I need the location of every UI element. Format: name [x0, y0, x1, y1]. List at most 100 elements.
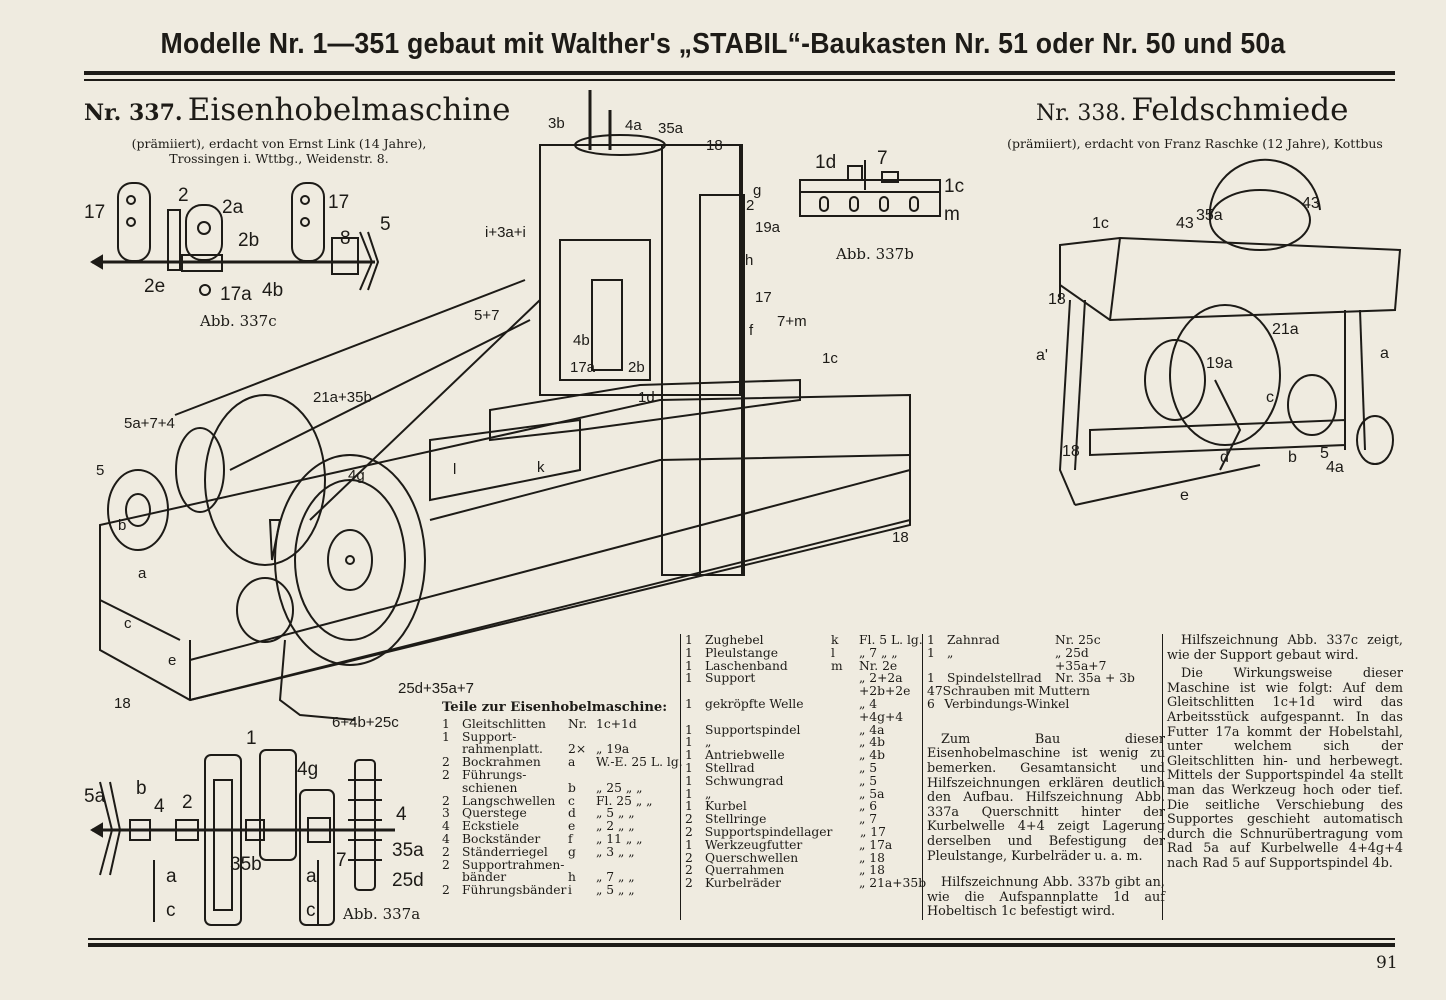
parts-name: gekröpfte Welle	[705, 696, 804, 711]
parts-no: Nr. 25c	[1055, 633, 1101, 647]
parts-q: 2	[685, 812, 693, 827]
parts-no: „ 19a	[596, 742, 630, 757]
parts-k: d	[568, 806, 576, 821]
text-abb-337b: Hilfszeichnung Abb. 337b gibt an, wie di…	[927, 875, 1165, 920]
label-m-21a-35b: 21a+35b	[313, 389, 372, 406]
parts-name: Führungs-	[462, 767, 527, 782]
model-338-credit: (prämiiert), erdacht von Franz Raschke (…	[1007, 136, 1383, 151]
label-c-17a: 17a	[220, 284, 252, 305]
figure-337c	[90, 182, 380, 296]
parts-q: 1	[685, 773, 693, 788]
label-m-18-top: 18	[706, 137, 723, 154]
label-f-5: 5	[1320, 445, 1329, 462]
label-m-19a: 19a	[755, 219, 781, 236]
parts-k: e	[568, 819, 576, 834]
parts-no: „ 18	[859, 850, 885, 865]
label-m-5-7: 5+7	[474, 307, 499, 324]
label-f-21a: 21a	[1272, 321, 1299, 338]
text-col4: Hilfszeichnung Abb. 337c zeigt, wie der …	[1162, 633, 1403, 920]
label-m-4g: 4g	[348, 467, 365, 484]
parts-list-title: Teile zur Eisenhobelmaschine:	[442, 700, 668, 715]
label-m-i3ai: i+3a+i	[485, 224, 526, 241]
label-b-7: 7	[877, 148, 888, 169]
label-m-7m: 7+m	[777, 313, 807, 330]
label-f-18-bottom: 18	[1062, 443, 1080, 460]
parts-no: „ 4	[859, 696, 878, 711]
model-337-credit-line2: Trossingen i. Wttbg., Weidenstr. 8.	[169, 151, 389, 166]
parts-name: Antriebwelle	[705, 748, 785, 763]
parts-k	[831, 762, 859, 775]
parts-name: Stellringe	[705, 812, 767, 827]
parts-q: 1	[927, 645, 935, 660]
model-337-name: Eisenhobelmaschine	[187, 92, 511, 128]
parts-name: „	[705, 786, 712, 801]
label-a-25d: 25d	[392, 870, 424, 891]
parts-name: Kurbelräder	[705, 876, 782, 891]
label-f-35a: 35a	[1196, 207, 1223, 224]
parts-name: Gleitschlitten	[462, 716, 546, 731]
label-a-c2: c	[306, 900, 316, 921]
parts-q: 1	[927, 633, 935, 647]
label-m-e: e	[168, 652, 176, 669]
parts-k: g	[568, 844, 576, 859]
parts-q: 6	[927, 696, 935, 711]
parts-q: 1	[685, 748, 693, 763]
page-number: 91	[1376, 953, 1398, 973]
text-construction: Zum Bau dieser Eisenhobelmaschine ist we…	[927, 731, 1165, 864]
label-b-m: m	[944, 204, 960, 225]
parts-no: „ 7 „ „	[859, 645, 898, 660]
label-f-18: 18	[1048, 291, 1066, 308]
label-m-18-left: 18	[114, 695, 131, 712]
label-a-5a: 5a	[84, 786, 106, 807]
parts-q: 1	[685, 633, 693, 647]
parts-name: Bockständer	[462, 831, 541, 846]
parts-k	[831, 864, 859, 877]
parts-k	[831, 788, 859, 801]
parts-name: Supportspindel	[705, 722, 801, 737]
parts-no: „ 5 „ „	[596, 883, 635, 898]
label-a-b: b	[136, 778, 147, 799]
parts-q	[442, 782, 462, 795]
parts-no	[1090, 685, 1165, 698]
label-b-1c: 1c	[944, 176, 964, 197]
parts-name: Ständerriegel	[462, 844, 548, 859]
parts-k: c	[568, 793, 575, 808]
parts-no: „ 4a	[859, 722, 885, 737]
parts-q: 1	[685, 696, 693, 711]
parts-no: 1c+1d	[596, 716, 637, 731]
parts-name: Zahnrad	[947, 633, 1000, 647]
parts-name: Führungsbänder	[462, 883, 567, 898]
parts-k: i	[568, 883, 572, 898]
model-337-credit: (prämiiert), erdacht von Ernst Link (14 …	[84, 136, 474, 166]
parts-k: l	[831, 645, 835, 660]
parts-name: Langschwellen	[462, 793, 556, 808]
figure-337a	[90, 749, 395, 926]
parts-q: 2	[442, 883, 450, 898]
parts-row: 1„„ 4b	[685, 736, 925, 749]
label-a-a2: a	[306, 866, 317, 887]
label-a-2: 2	[182, 792, 193, 813]
parts-name: Supportspindellager	[704, 824, 833, 839]
label-m-2b: 2b	[628, 359, 645, 376]
label-a-35b: 35b	[230, 854, 262, 875]
label-m-f: f	[749, 322, 754, 339]
parts-k	[831, 813, 859, 826]
footer-rule-thick	[88, 943, 1395, 947]
label-a-4-right: 4	[396, 804, 407, 825]
parts-q: 1	[685, 837, 693, 852]
parts-name: Querstege	[462, 806, 527, 821]
parts-row: 1 Zahnrad Nr. 25c	[927, 634, 1165, 647]
header-rule-thick	[84, 71, 1395, 75]
parts-k	[831, 685, 859, 698]
